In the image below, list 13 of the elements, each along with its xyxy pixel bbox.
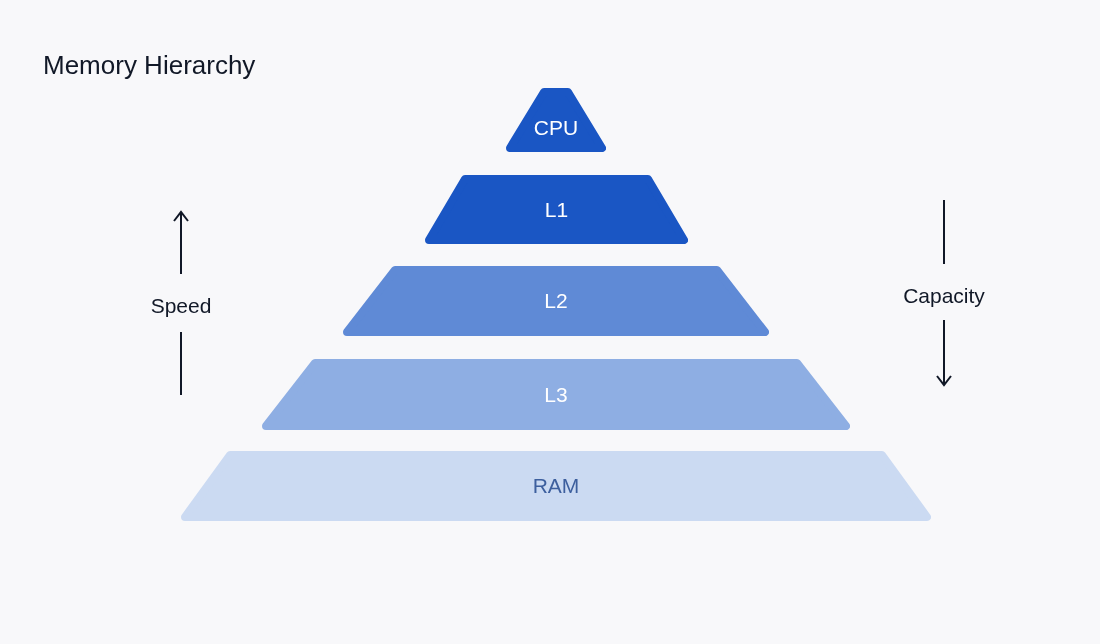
pyramid-level bbox=[181, 451, 931, 521]
pyramid-level bbox=[343, 266, 769, 336]
level-label: CPU bbox=[533, 115, 579, 142]
axis-label: Capacity bbox=[902, 283, 986, 309]
diagram-title: Memory Hierarchy bbox=[43, 49, 256, 82]
level-label: RAM bbox=[532, 473, 580, 500]
level-label: L1 bbox=[544, 196, 569, 223]
level-label: L3 bbox=[544, 381, 568, 408]
axis-label: Speed bbox=[149, 293, 213, 319]
pyramid-level bbox=[262, 359, 850, 430]
level-label: L2 bbox=[544, 288, 568, 315]
pyramid-level bbox=[425, 175, 688, 244]
pyramid-level bbox=[506, 88, 606, 152]
